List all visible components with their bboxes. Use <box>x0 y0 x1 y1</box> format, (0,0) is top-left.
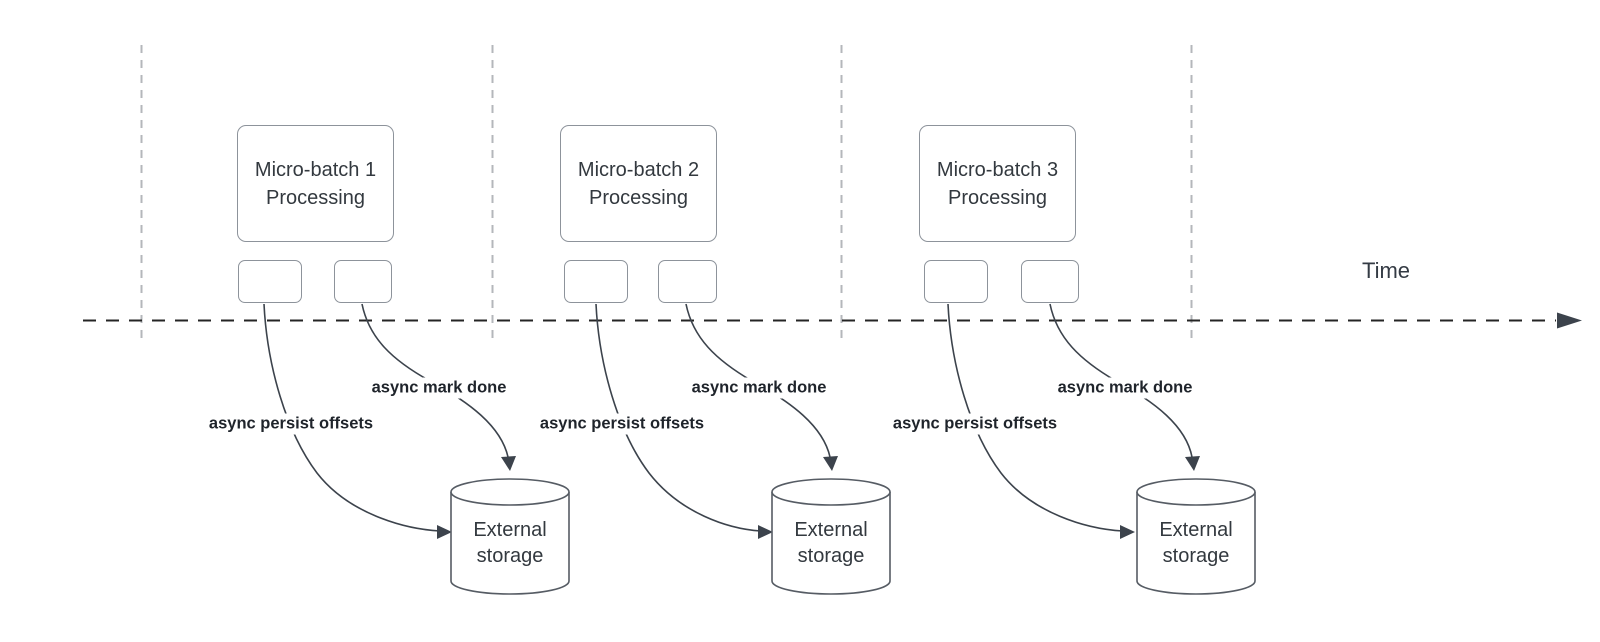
external-storage-label: External storage <box>473 519 547 567</box>
mark-done-source-box <box>658 260 717 303</box>
micro-batch-group-1-graphics <box>263 303 570 595</box>
external-storage-cylinder-top <box>771 478 891 506</box>
persist-offsets-source-box <box>238 260 302 303</box>
time-axis-arrowhead-icon <box>1557 312 1582 329</box>
persist-offsets-source-box <box>564 260 628 303</box>
micro-batch-1-processing-box: Micro-batch 1 Processing <box>237 125 394 242</box>
persist-offsets-arrow-label: async persist offsets <box>204 413 378 435</box>
persist-offsets-arrow <box>947 303 1124 532</box>
persist-offsets-arrowhead-icon <box>758 525 773 539</box>
persist-offsets-arrow <box>263 303 441 532</box>
mark-done-arrow-label: async mark done <box>1053 377 1197 399</box>
persist-offsets-arrow-label: async persist offsets <box>535 413 709 435</box>
external-storage-cylinder-body <box>771 492 891 595</box>
external-storage-label: External storage <box>1159 519 1233 567</box>
external-storage-cylinder-top <box>450 478 570 506</box>
external-storage-label: External storage <box>794 519 868 567</box>
micro-batch-2-processing-box: Micro-batch 2 Processing <box>560 125 717 242</box>
persist-offsets-arrow <box>595 303 762 532</box>
persist-offsets-arrowhead-icon <box>437 525 452 539</box>
persist-offsets-source-box <box>924 260 988 303</box>
time-axis-label: Time <box>1361 258 1411 283</box>
mark-done-arrowhead-icon <box>1185 456 1200 471</box>
mark-done-source-box <box>334 260 392 303</box>
mark-done-arrowhead-icon <box>501 456 516 471</box>
mark-done-arrowhead-icon <box>823 456 838 471</box>
external-storage-cylinder-body <box>1136 492 1256 595</box>
external-storage-cylinder-top <box>1136 478 1256 506</box>
mark-done-arrow-label: async mark done <box>687 377 831 399</box>
persist-offsets-arrow-label: async persist offsets <box>888 413 1062 435</box>
micro-batch-3-processing-box: Micro-batch 3 Processing <box>919 125 1076 242</box>
mark-done-arrow-label: async mark done <box>367 377 511 399</box>
external-storage-cylinder-body <box>450 492 570 595</box>
mark-done-source-box <box>1021 260 1079 303</box>
persist-offsets-arrowhead-icon <box>1120 525 1135 539</box>
